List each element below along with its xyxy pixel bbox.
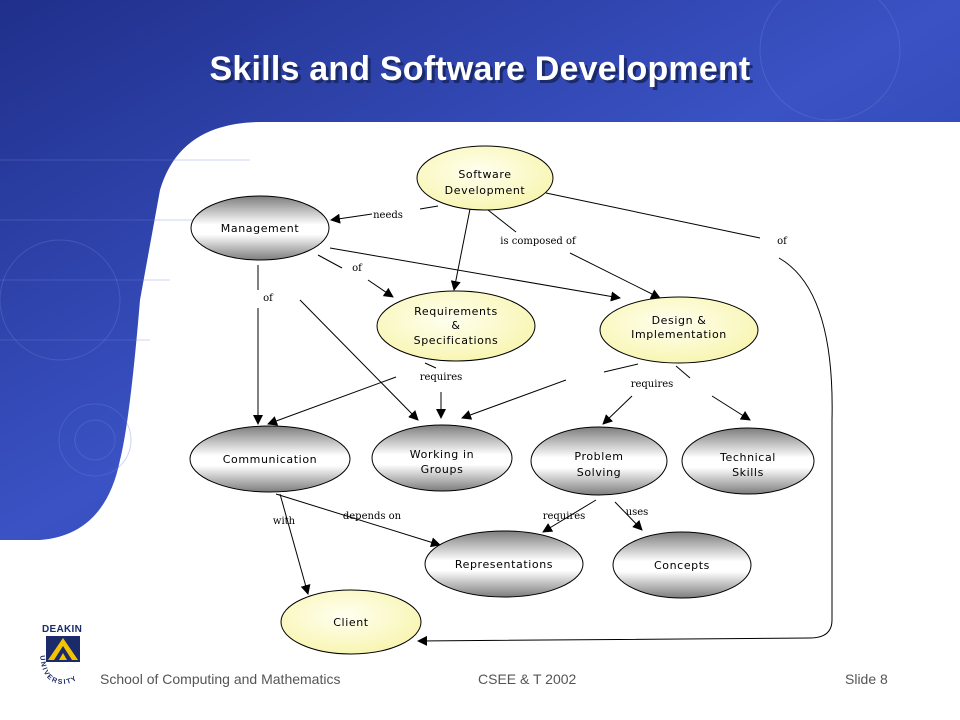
footer-slide-number: Slide 8 xyxy=(845,671,888,687)
label-requires-ps: requires xyxy=(543,511,586,522)
deakin-logo-name: DEAKIN xyxy=(42,624,83,635)
node-management-line1: Management xyxy=(221,222,300,235)
footer-conference: CSEE & T 2002 xyxy=(478,671,577,687)
edge-sd-composed xyxy=(487,209,517,233)
label-requires-req: requires xyxy=(420,372,463,383)
node-design-line2: Implementation xyxy=(631,328,727,341)
edge-of-requirements xyxy=(367,279,394,298)
node-groups-line2: Groups xyxy=(421,463,464,476)
label-with: with xyxy=(273,516,296,527)
edge-labels: needs is composed of of of of requires r… xyxy=(263,210,788,527)
edge-sd-of xyxy=(545,192,761,239)
node-software-development[interactable]: Software Development xyxy=(416,145,554,211)
edge-composed-design xyxy=(569,252,661,299)
node-requirements-line3: Specifications xyxy=(414,334,499,347)
slide-title: Skills and Software Development xyxy=(209,50,751,88)
node-concepts-line1: Concepts xyxy=(654,559,710,572)
label-of-requirements: of xyxy=(352,263,363,274)
edge-mgmt-of-req xyxy=(317,254,343,269)
edge-requires-problem xyxy=(602,395,633,425)
edge-comm-with xyxy=(279,493,311,595)
label-requires-design: requires xyxy=(631,379,674,390)
node-representations[interactable]: Representations xyxy=(424,530,584,598)
edge-req-requires xyxy=(424,362,437,369)
deakin-logo-mark: UNIVERSITY xyxy=(38,636,80,686)
edges xyxy=(253,192,833,646)
header-band xyxy=(0,0,960,540)
node-concepts[interactable]: Concepts xyxy=(612,531,752,599)
footer-department: School of Computing and Mathematics xyxy=(100,671,341,687)
edge-mgmt-groups xyxy=(299,299,419,421)
node-groups-line1: Working in xyxy=(410,448,474,461)
edge-requires-technical xyxy=(711,395,751,421)
edge-design-requires xyxy=(603,363,639,373)
node-requirements[interactable]: Requirements & Specifications xyxy=(376,290,536,362)
node-technical-skills[interactable]: Technical Skills xyxy=(681,427,815,495)
label-is-composed-of: is composed of xyxy=(500,236,577,247)
node-requirements-line1: Requirements xyxy=(414,305,498,318)
node-communication-line1: Communication xyxy=(223,453,318,466)
label-needs: needs xyxy=(373,210,403,221)
node-design-line1: Design & xyxy=(652,314,707,327)
label-depends-on: depends on xyxy=(343,511,402,522)
node-software-development-line2: Development xyxy=(445,184,526,197)
node-working-in-groups[interactable]: Working in Groups xyxy=(371,424,513,492)
node-problem-line2: Solving xyxy=(577,466,622,479)
node-problem-solving[interactable]: Problem Solving xyxy=(530,426,668,496)
edge-sd-needs-management xyxy=(419,205,439,210)
node-problem-line1: Problem xyxy=(574,450,623,463)
node-representations-line1: Representations xyxy=(455,558,553,571)
label-of-communication: of xyxy=(263,293,274,304)
edge-design-requires-b xyxy=(675,365,691,379)
label-of-client: of xyxy=(777,236,788,247)
edge-needs-management xyxy=(330,213,373,224)
node-software-development-line1: Software xyxy=(458,168,511,181)
edge-of-client xyxy=(417,257,833,646)
node-client[interactable]: Client xyxy=(280,589,422,655)
edge-design-groups xyxy=(461,379,567,420)
node-requirements-line2: & xyxy=(451,319,460,332)
label-uses: uses xyxy=(626,507,649,518)
node-technical-line2: Skills xyxy=(732,466,764,479)
background-texture xyxy=(0,0,901,477)
edge-ps-requires xyxy=(542,499,597,533)
node-management[interactable]: Management xyxy=(190,195,330,261)
node-communication[interactable]: Communication xyxy=(189,425,351,493)
edge-requires-communication xyxy=(267,376,397,426)
edge-mgmt-design xyxy=(329,247,621,302)
node-client-line1: Client xyxy=(333,616,369,629)
node-design-implementation[interactable]: Design & Implementation xyxy=(599,296,759,364)
deakin-logo: DEAKIN UNIVERSITY xyxy=(34,622,94,692)
node-technical-line1: Technical xyxy=(719,451,776,464)
edge-ps-uses xyxy=(614,501,643,531)
edge-comm-depends xyxy=(275,493,441,548)
edge-sd-requirements xyxy=(450,208,471,291)
